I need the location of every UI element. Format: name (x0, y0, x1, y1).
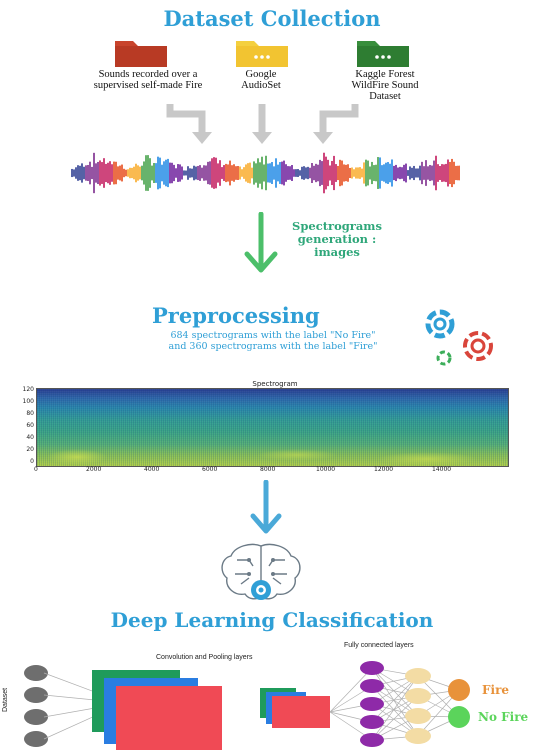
spectrogram-generation-label: Spectrograms generation : images (292, 219, 382, 259)
spectrogram-plot-title: Spectrogram (252, 380, 298, 388)
source-label-kaggle: Kaggle Forest WildFire Sound Dataset (351, 69, 419, 102)
fc-node-layer1 (360, 697, 384, 711)
folder-icon-green (357, 41, 409, 67)
fc-node-layer1 (360, 715, 384, 729)
input-node (24, 709, 48, 725)
y-tick: 0 (30, 458, 34, 465)
output-label-fire: Fire (482, 683, 510, 697)
y-tick: 40 (26, 434, 34, 441)
x-tick: 0 (34, 466, 38, 473)
fc-layers-label: Fully connected layers (344, 642, 414, 649)
output-label-nofire: No Fire (478, 710, 529, 724)
input-node (24, 687, 48, 703)
output-node-fire (448, 679, 470, 701)
preprocessing-title: Preprocessing (152, 303, 320, 328)
x-tick: 6000 (202, 466, 218, 473)
classification-title: Deep Learning Classification (110, 608, 434, 632)
fc-node-layer2 (405, 708, 431, 724)
fc-node-layer2 (405, 728, 431, 744)
source-label-audioset: Google AudioSet (241, 69, 281, 91)
audio-waveform (71, 152, 460, 194)
x-tick: 4000 (144, 466, 160, 473)
fc-node-layer1 (360, 661, 384, 675)
y-tick: 80 (26, 410, 34, 417)
spectrogram-y-ticks: 120 100 80 60 40 20 0 (14, 386, 34, 466)
fc-node-layer2 (405, 688, 431, 704)
note-line-1: 684 spectrograms with the label "No Fire… (170, 330, 376, 341)
pool-map-red (272, 696, 330, 728)
folder-icon-red (115, 41, 167, 67)
y-tick: 20 (26, 446, 34, 453)
preprocess-arrow (250, 480, 282, 534)
source-label-selfmade: Sounds recorded over a supervised self-m… (93, 69, 203, 91)
output-node-nofire (448, 706, 470, 728)
x-tick: 8000 (260, 466, 276, 473)
fc-node-layer1 (360, 679, 384, 693)
input-node (24, 665, 48, 681)
fc-node-layer1 (360, 733, 384, 747)
folder-icon-yellow (236, 41, 288, 67)
note-line-2: and 360 spectrograms with the label "Fir… (168, 341, 378, 352)
fc-node-layer2 (405, 668, 431, 684)
preprocessing-note: 684 spectrograms with the label "No Fire… (128, 330, 418, 352)
x-tick: 14000 (432, 466, 452, 473)
x-tick: 2000 (86, 466, 102, 473)
y-tick: 120 (22, 386, 34, 393)
spectrogram-image (36, 388, 509, 467)
gears-icon (425, 309, 493, 366)
y-tick: 100 (22, 398, 34, 405)
generation-arrow (244, 212, 278, 273)
brain-gear-icon (221, 543, 301, 600)
dataset-collection-title: Dataset Collection (163, 6, 381, 31)
x-tick: 10000 (316, 466, 336, 473)
merge-arrows (166, 104, 359, 144)
input-node (24, 731, 48, 747)
conv-layers-label: Convolution and Pooling layers (156, 654, 253, 661)
cnn-diagram (24, 661, 470, 750)
x-tick: 12000 (374, 466, 394, 473)
spectrogram-x-ticks: 0 2000 4000 6000 8000 10000 12000 14000 (30, 466, 510, 476)
feature-map-red (116, 686, 222, 750)
y-tick: 60 (26, 422, 34, 429)
